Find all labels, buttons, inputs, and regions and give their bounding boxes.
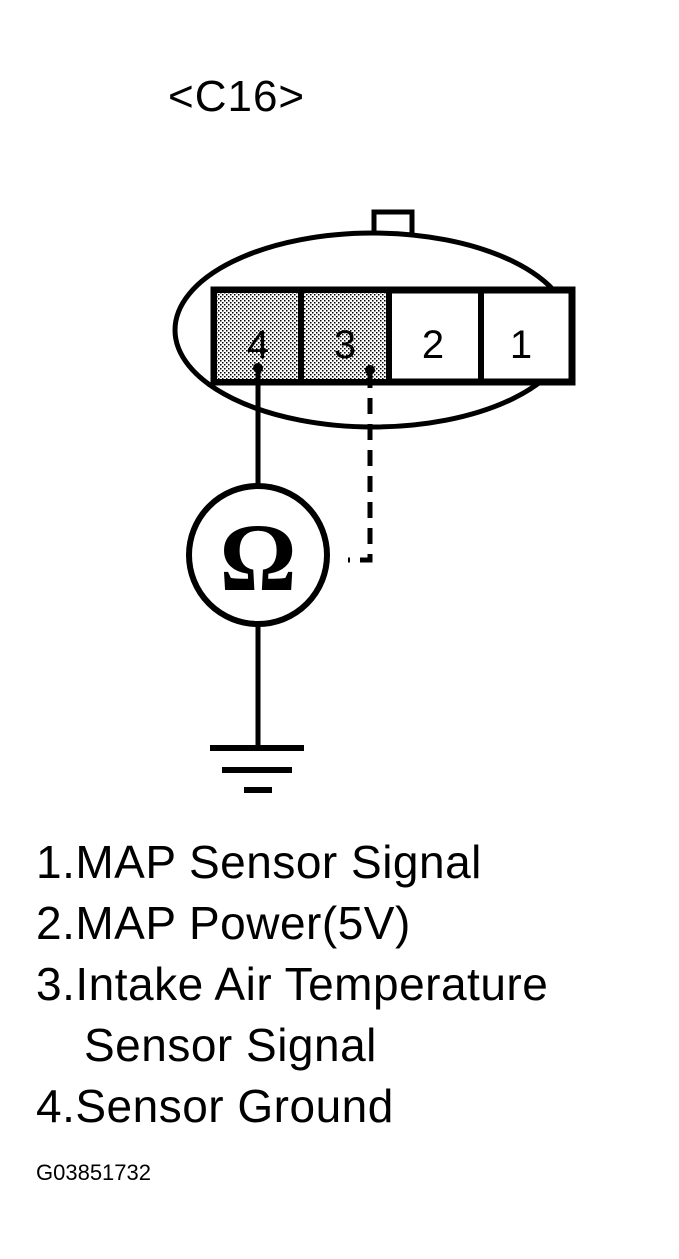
pin-legend: 1.MAP Sensor Signal 2.MAP Power(5V) 3.In… [36, 832, 548, 1137]
legend-item: 3.Intake Air Temperature [36, 958, 549, 1010]
legend-item: Sensor Signal [84, 1019, 377, 1071]
connector-label: <C16> [168, 72, 306, 121]
legend-item: 1.MAP Sensor Signal [36, 836, 482, 888]
pin-2-number: 2 [422, 323, 444, 367]
pin-3-cell [303, 293, 386, 379]
legend-item: 2.MAP Power(5V) [36, 897, 411, 949]
ohm-symbol: Ω [220, 504, 297, 611]
pin-4-number: 4 [247, 323, 269, 367]
lead-pin-3-dashed [348, 372, 373, 563]
legend-item: 4.Sensor Ground [36, 1080, 394, 1132]
pin-3-number: 3 [334, 323, 356, 367]
ground-icon [210, 745, 304, 793]
figure-id: G03851732 [36, 1160, 151, 1185]
pin-1-number: 1 [510, 323, 532, 367]
